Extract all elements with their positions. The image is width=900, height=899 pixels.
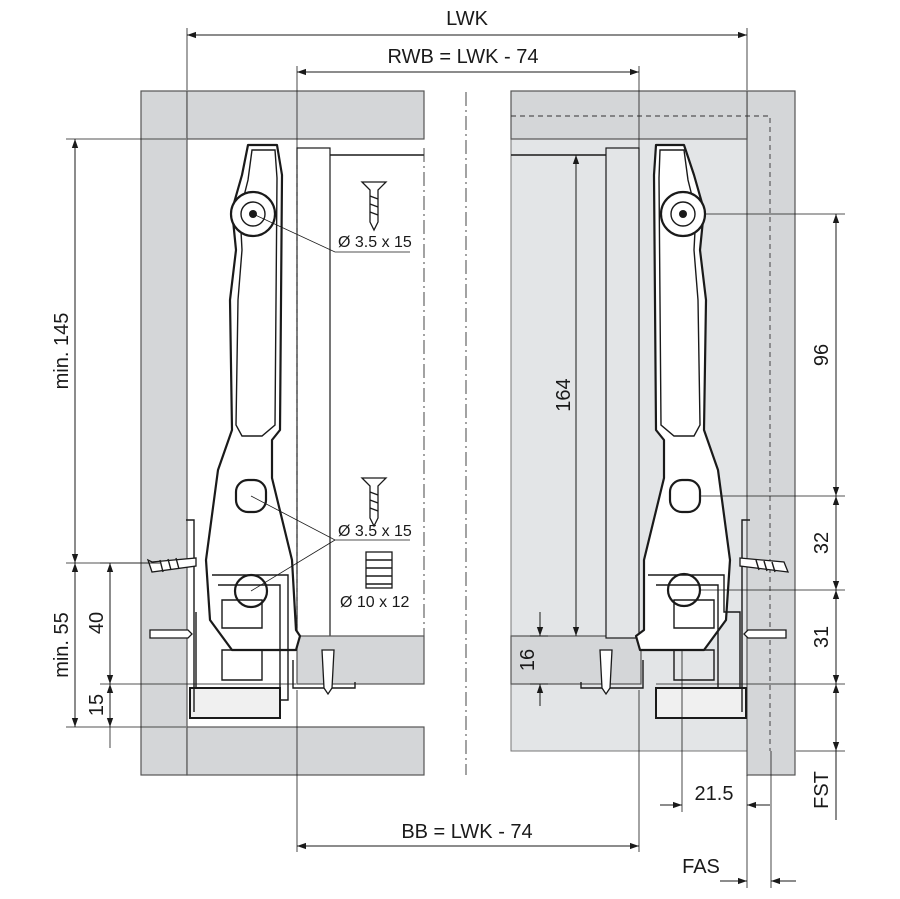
dim-lwk (186, 28, 748, 90)
label-15: 15 (86, 694, 108, 716)
label-lwk: LWK (446, 8, 489, 30)
screw-icon (146, 557, 197, 573)
dim-min-145 (66, 138, 186, 563)
cabinet-right (510, 90, 796, 776)
right-top-panel (510, 90, 748, 140)
right-drawer-wall (511, 147, 640, 639)
left-runner-arm (186, 143, 356, 719)
label-16: 16 (517, 649, 539, 671)
note-screw-top: Ø 3.5 x 15 (338, 234, 412, 251)
screw-icon (360, 181, 388, 232)
label-40: 40 (86, 612, 108, 634)
label-rwb: RWB = LWK - 74 (388, 46, 539, 68)
dim-right-stack (656, 213, 845, 820)
label-fas: FAS (682, 856, 720, 878)
screw-icon (599, 649, 613, 696)
right-runner-arm (580, 143, 750, 719)
screw-icon (360, 477, 388, 528)
leader-screw-top (252, 213, 410, 253)
cabinet-left (140, 90, 425, 776)
label-32: 32 (811, 532, 833, 554)
dim-bb (296, 690, 640, 852)
left-bottom-panel (186, 726, 425, 776)
screw-icon (149, 629, 193, 639)
right-drawer-bottom (510, 635, 642, 685)
note-dowel: Ø 10 x 12 (340, 594, 409, 611)
screw-icon (739, 557, 790, 573)
label-164: 164 (553, 378, 575, 411)
label-fst: FST (811, 771, 833, 809)
left-drawer-bottom (296, 635, 425, 685)
label-31: 31 (811, 626, 833, 648)
left-side-panel (140, 90, 188, 776)
leader-screw-mid-2 (250, 539, 336, 592)
screw-icon (321, 649, 335, 696)
right-side-panel (746, 90, 796, 776)
left-drawer-wall (296, 147, 425, 685)
screw-icon (743, 629, 787, 639)
left-top-panel (186, 90, 425, 140)
dim-rwb (296, 66, 640, 148)
note-screw-mid: Ø 3.5 x 15 (338, 523, 412, 540)
label-min-145: min. 145 (51, 313, 73, 390)
label-21-5: 21.5 (695, 783, 734, 805)
label-bb: BB = LWK - 74 (401, 821, 532, 843)
dim-40 (100, 562, 296, 685)
dim-fas (720, 751, 796, 888)
dim-21-5 (660, 650, 770, 812)
dowel-icon (365, 551, 393, 589)
label-min-55: min. 55 (51, 612, 73, 678)
dim-16 (530, 612, 548, 706)
label-96: 96 (811, 344, 833, 366)
